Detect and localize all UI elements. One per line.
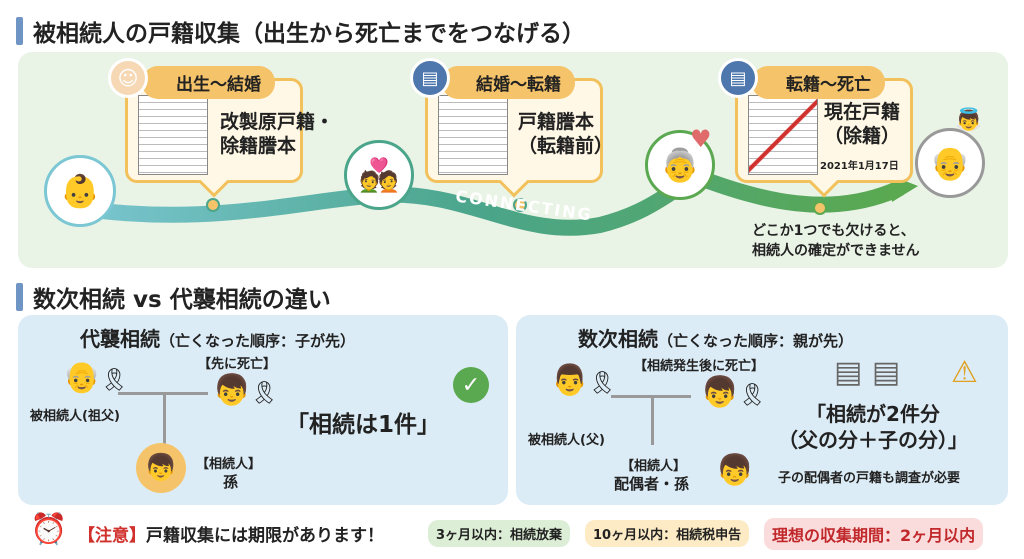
alarm-clock-icon: ⏰	[30, 512, 68, 547]
tag-ideal-period: 理想の収集期間：2ヶ月以内	[764, 518, 984, 550]
elderly-woman-icon: 👵	[645, 130, 715, 200]
family-line	[163, 392, 166, 457]
document-icon: ▤	[718, 58, 758, 98]
child-label: 【先に死亡】	[198, 357, 277, 372]
section-title-souzoku: 数次相続 vs 代襲相続の違い	[16, 280, 331, 314]
baby-icon: 👶	[44, 155, 116, 227]
document-icon	[138, 95, 208, 175]
result-two: 「相続が2件分 （父の分＋子の分）」	[778, 402, 968, 452]
tag-renunciation: 3ヶ月以内：相続放棄	[428, 520, 571, 547]
stage-1-label: 出生〜結婚	[142, 66, 275, 99]
wedding-couple-icon: 💑	[344, 140, 414, 210]
daishu-heading: 代襲相続	[80, 327, 160, 351]
daishu-heading-row: 代襲相続（亡くなった順序：子が先）	[80, 323, 355, 352]
family-line	[651, 395, 654, 445]
documents-stack-icon: ▤ ▤	[834, 355, 901, 390]
child-label: 【相続発生後に死亡】	[634, 359, 765, 374]
stage-2-label: 結婚〜転籍	[442, 66, 575, 99]
warning-text: どこか1つでも欠けると、 相続人の確定ができません	[752, 223, 920, 259]
check-icon: ✓	[453, 367, 489, 403]
suji-heading-row: 数次相続（亡くなった順序：親が先）	[578, 323, 853, 352]
heart-icon: ♥	[690, 125, 712, 153]
suji-heading: 数次相続	[578, 327, 658, 351]
child-icon: 👦🎗	[213, 373, 279, 408]
section-title-koseki: 被相続人の戸籍収集（出生から死亡までをつなげる）	[16, 14, 585, 48]
stage-3-label: 転籍〜死亡	[752, 66, 885, 99]
title-text: 被相続人の戸籍収集（出生から死亡までをつなげる）	[33, 21, 585, 47]
title-text: 数次相続 vs 代襲相続の違い	[33, 287, 331, 313]
baby-face-icon: ☺	[108, 58, 148, 98]
heir: 孫	[223, 473, 239, 491]
deceased-label: 被相続人(祖父)	[30, 409, 120, 424]
spouse-note: 子の配偶者の戸籍も調査が必要	[778, 471, 961, 486]
heir-tag: 【相続人】	[621, 459, 687, 474]
stage-1-doc: 改製原戸籍・ 除籍謄本	[220, 111, 335, 157]
deceased-label: 被相続人(父)	[528, 433, 605, 448]
result-one: 「相続は1件」	[286, 412, 441, 438]
tag-tax-filing: 10ヶ月以内：相続税申告	[585, 520, 750, 547]
document-icon: ▤	[410, 58, 450, 98]
heir: 配偶者・孫	[614, 475, 690, 493]
grandfather-icon: 👴🎗	[63, 360, 129, 395]
angel-icon: 👼	[955, 108, 983, 133]
caution-label: 【注意】	[78, 526, 146, 546]
death-date: 2021年1月17日	[820, 161, 899, 172]
suji-sub: （亡くなった順序：親が先）	[658, 332, 854, 350]
daishu-sub: （亡くなった順序：子が先）	[160, 332, 356, 350]
deadline-notice: 【注意】戸籍収集には期限があります！	[78, 521, 384, 546]
daishu-panel: 代襲相続（亡くなった順序：子が先） 👴🎗 被相続人(祖父) 【先に死亡】 👦🎗 …	[18, 315, 508, 505]
heir-tag: 【相続人】	[196, 457, 262, 472]
elderly-man-icon: 👴	[915, 128, 985, 198]
suji-panel: 数次相続（亡くなった順序：親が先） 👨🎗 被相続人(父) 【相続発生後に死亡】 …	[516, 315, 1008, 505]
grandchild-icon: 👦	[136, 443, 186, 493]
stage-3-doc: 現在戸籍 （除籍）	[824, 101, 901, 147]
warning-icon: ⚠	[951, 355, 978, 390]
caution-text: 戸籍収集には期限があります！	[146, 526, 384, 546]
grandchild-icon: 👦	[716, 453, 754, 488]
timeline-path	[58, 169, 918, 236]
crossed-document-icon	[748, 95, 818, 175]
child-icon: 👦🎗	[701, 375, 767, 410]
stage-2-doc: 戸籍謄本 （転籍前）	[518, 111, 614, 157]
father-icon: 👨🎗	[551, 363, 617, 398]
document-icon	[438, 95, 508, 175]
